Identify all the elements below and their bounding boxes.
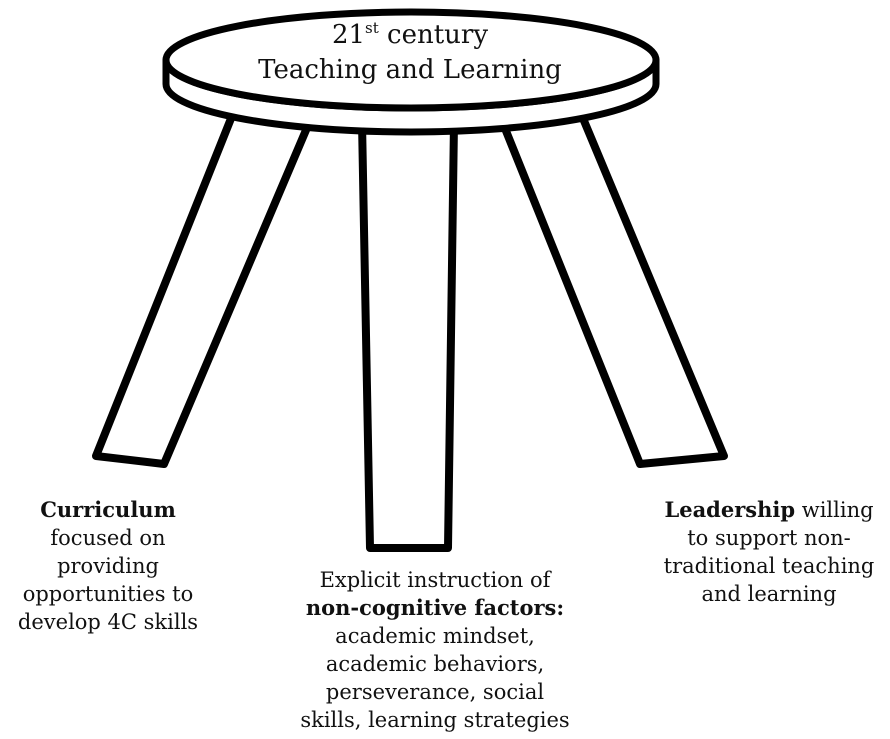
leadership-title-rest: willing <box>795 498 874 522</box>
caption-line: develop 4C skills <box>17 610 199 634</box>
title-colon: : <box>556 595 565 620</box>
non-cognitive-title: non-cognitive factors <box>305 595 557 620</box>
non-cognitive-caption: Explicit instruction of non-cognitive fa… <box>290 566 580 734</box>
caption-line: perseverance, social <box>325 680 545 704</box>
caption-line: focused on <box>50 526 166 550</box>
caption-line: skills, learning strategies <box>300 708 570 732</box>
caption-line: traditional teaching <box>663 554 875 578</box>
leadership-caption: Leadership willing to support non- tradi… <box>648 496 890 608</box>
caption-line: academic mindset, <box>335 624 535 648</box>
middle-leg <box>358 118 458 552</box>
caption-line: academic behaviors, <box>325 652 545 676</box>
seat-title-line1: 21st century <box>331 19 489 50</box>
leadership-title: Leadership <box>664 497 796 522</box>
caption-line: providing <box>57 554 159 578</box>
caption-line: and learning <box>701 582 837 606</box>
caption-line: to support non- <box>687 526 851 550</box>
right-leg <box>496 112 728 468</box>
curriculum-title: Curriculum <box>40 497 176 522</box>
seat-title-line2: Teaching and Learning <box>258 55 562 85</box>
left-leg <box>92 112 316 468</box>
curriculum-caption: Curriculum focused on providing opportun… <box>0 496 216 636</box>
caption-line: opportunities to <box>22 582 194 606</box>
caption-intro: Explicit instruction of <box>319 568 551 592</box>
seat-top <box>162 8 660 112</box>
